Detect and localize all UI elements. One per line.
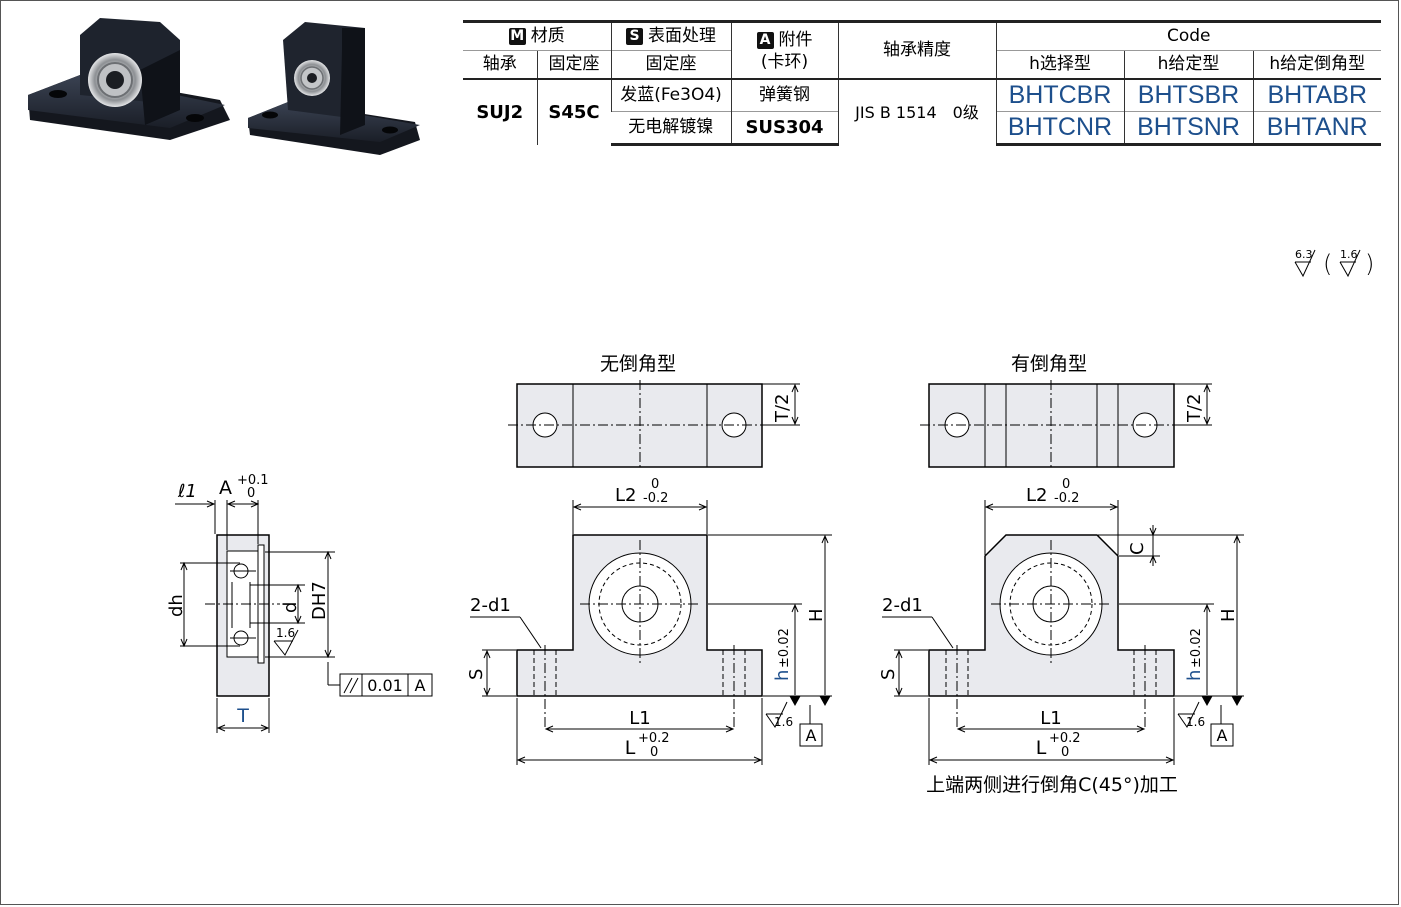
- precision-value: JIS B 1514 0级: [837, 78, 996, 145]
- label-L1-right: L1: [1040, 708, 1061, 729]
- roughness-symbol: 6.3 ( 1.6 ): [1294, 248, 1374, 278]
- label-H-left: H: [806, 608, 827, 622]
- col-seat-surface: 固定座: [610, 50, 731, 79]
- label-T2-left: T/2: [772, 393, 793, 423]
- label-S-right: S: [878, 669, 899, 680]
- accessory-2: SUS304: [730, 111, 838, 146]
- label-S-left: S: [466, 669, 487, 680]
- label-h-left: h: [772, 670, 793, 681]
- label-L-tol-lower-left: 0: [650, 745, 658, 760]
- label-L-tol-lower-right: 0: [1061, 745, 1069, 760]
- label-roughness-left: 1.6: [774, 715, 793, 729]
- col-h-fixed: h给定型: [1123, 50, 1253, 79]
- surface-tag: S: [626, 28, 643, 45]
- code-bhtanr[interactable]: BHTANR: [1252, 111, 1381, 146]
- label-C: C: [1127, 542, 1148, 555]
- photo-block-square: [248, 22, 420, 155]
- col-bearing: 轴承: [463, 50, 537, 79]
- label-L-tol-upper-left: +0.2: [638, 731, 670, 746]
- label-L2-right: L2: [1026, 485, 1047, 506]
- code-bhtsnr[interactable]: BHTSNR: [1123, 111, 1253, 146]
- precision-header: 轴承精度: [837, 20, 996, 79]
- front-view-no-chamfer: [470, 500, 832, 765]
- front-view-chamfer: [882, 500, 1244, 765]
- chamfer-note: 上端两侧进行倒角C(45°)加工: [926, 774, 1178, 796]
- product-photo: [28, 18, 420, 155]
- seat-material: S45C: [536, 78, 611, 145]
- label-h-right: h: [1184, 670, 1205, 681]
- code-bhtcbr[interactable]: BHTCBR: [995, 78, 1124, 112]
- label-L2-tol-upper-left: 0: [651, 477, 659, 492]
- label-H-right: H: [1218, 608, 1239, 622]
- label-datum-right: A: [1217, 726, 1228, 745]
- col-seat: 固定座: [536, 50, 611, 79]
- label-d1-right: 2-d1: [882, 595, 923, 616]
- spec-header-row-2: 轴承 固定座 固定座 h选择型 h给定型 h给定倒角型: [463, 50, 1381, 79]
- side-view: [175, 500, 433, 733]
- label-L-right: L: [1036, 737, 1047, 759]
- label-h-tol-right: ±0.02: [1189, 628, 1204, 668]
- roughness-other-value: 1.6: [1340, 248, 1358, 261]
- code-bhtsbr[interactable]: BHTSBR: [1123, 78, 1253, 112]
- label-L1-left: L1: [629, 708, 650, 729]
- accessory-1: 弹簧钢: [730, 78, 838, 112]
- spec-row-1: SUJ2 S45C 发蓝(Fe3O4) 弹簧钢 JIS B 1514 0级 BH…: [463, 78, 1381, 145]
- label-A: A: [219, 477, 232, 499]
- surface-treatment-2: 无电解镀镍: [611, 111, 731, 146]
- code-bhtcnr[interactable]: BHTCNR: [995, 111, 1124, 146]
- code-bhtabr[interactable]: BHTABR: [1252, 78, 1381, 112]
- label-L-left: L: [625, 737, 636, 759]
- label-h-tol-left: ±0.02: [777, 628, 792, 668]
- label-roughness-right: 1.6: [1186, 715, 1205, 729]
- label-l1: ℓ1: [177, 481, 197, 502]
- label-side-datum: A: [415, 676, 426, 695]
- label-L-tol-upper-right: +0.2: [1049, 731, 1081, 746]
- label-DH7: DH7: [309, 581, 330, 620]
- title-chamfer: 有倒角型: [1011, 353, 1087, 375]
- label-T2-right: T/2: [1184, 393, 1205, 423]
- top-view-chamfer: [920, 380, 1212, 470]
- roughness-main-value: 6.3: [1295, 248, 1313, 261]
- accessory-tag: A: [756, 31, 774, 49]
- svg-text:): ): [1365, 250, 1374, 278]
- label-A-tol-lower: 0: [247, 486, 255, 501]
- label-d1-left: 2-d1: [470, 595, 511, 616]
- label-dh: dh: [166, 594, 187, 617]
- surface-treatment-1: 发蓝(Fe3O4): [610, 78, 731, 112]
- title-no-chamfer: 无倒角型: [600, 353, 676, 375]
- label-L2-left: L2: [615, 485, 636, 506]
- label-datum-left: A: [806, 726, 817, 745]
- label-T: T: [236, 705, 249, 727]
- top-view-no-chamfer: [508, 380, 800, 470]
- code-header: Code: [995, 20, 1381, 51]
- bearing-material: SUJ2: [463, 78, 537, 145]
- col-h-fixed-chamfer: h给定倒角型: [1252, 50, 1381, 79]
- label-L2-tol-lower-left: -0.2: [643, 491, 668, 506]
- label-side-roughness: 1.6: [276, 626, 295, 640]
- photo-block-chamfered: [28, 18, 230, 140]
- spec-row-2: 无电解镀镍 SUS304 BHTCNR BHTSNR BHTANR: [463, 111, 1381, 146]
- col-h-select: h选择型: [995, 50, 1124, 79]
- svg-text:(: (: [1323, 250, 1332, 278]
- label-A-tol-upper: +0.1: [237, 473, 269, 488]
- label-L2-tol-lower-right: -0.2: [1054, 491, 1079, 506]
- label-L2-tol-upper-right: 0: [1062, 477, 1070, 492]
- label-d: d: [280, 602, 301, 613]
- label-parallel-tol: 0.01: [367, 676, 403, 695]
- material-tag: M: [508, 28, 526, 45]
